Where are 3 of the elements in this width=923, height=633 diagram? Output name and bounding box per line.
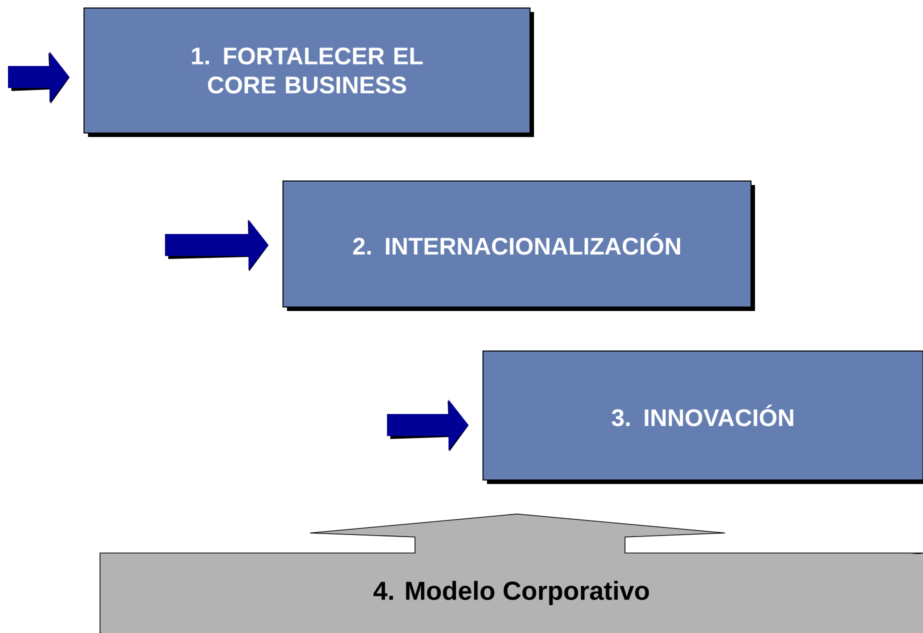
process-box: 1. FORTALECER EL CORE BUSINESS (84, 8, 534, 137)
process-box: 2. INTERNACIONALIZACIÓN (282, 180, 755, 311)
process-box: 3. INNOVACIÓN (482, 350, 923, 484)
